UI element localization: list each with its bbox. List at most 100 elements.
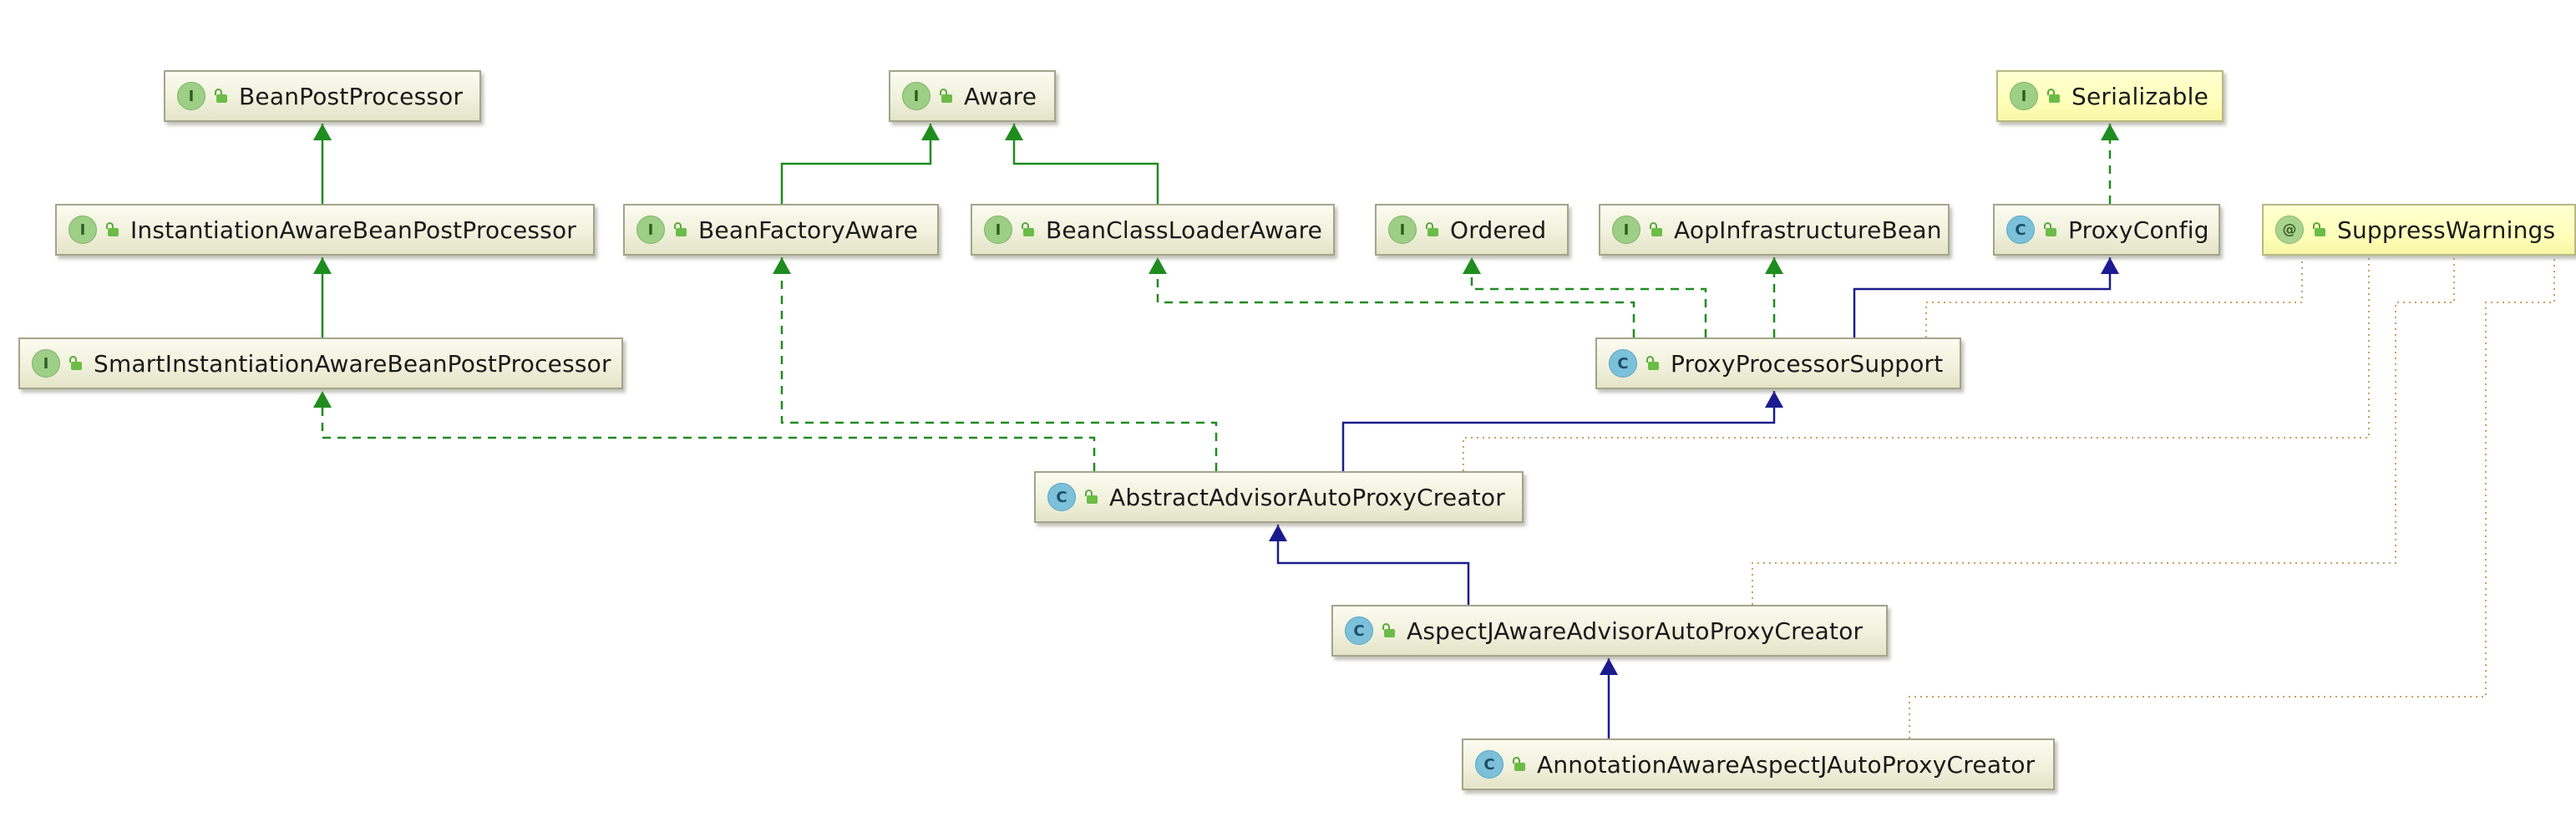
edge-annotation-aware-aspect-jauto-proxy-creator-to-suppress-warnings — [1909, 257, 2555, 738]
class-node-bean-post-processor[interactable]: I BeanPostProcessor — [164, 70, 481, 122]
arrowhead — [1149, 257, 1167, 274]
arrowhead — [1765, 391, 1783, 408]
interface-icon: I — [902, 82, 931, 110]
edge-bean-class-loader-aware-to-aware — [1005, 124, 1159, 204]
arrowhead — [1463, 257, 1481, 274]
public-visibility-icon — [2310, 222, 2325, 237]
class-node-annotation-aware-aspect-jauto-proxy-creator[interactable]: C AnnotationAwareAspectJAutoProxyCreator — [1462, 738, 2055, 790]
arrowhead — [773, 257, 791, 274]
class-node-label: SuppressWarnings — [2337, 216, 2556, 244]
class-node-proxy-config[interactable]: C ProxyConfig — [1993, 204, 2220, 256]
public-visibility-icon — [1647, 222, 1662, 237]
class-icon: C — [1345, 616, 1373, 645]
class-node-serializable[interactable]: I Serializable — [1996, 70, 2224, 122]
public-visibility-icon — [1083, 490, 1098, 505]
class-node-proxy-processor-support[interactable]: C ProxyProcessorSupport — [1595, 337, 1961, 389]
class-node-label: AnnotationAwareAspectJAutoProxyCreator — [1537, 750, 2036, 779]
class-icon: C — [1475, 750, 1504, 779]
public-visibility-icon — [1423, 222, 1438, 237]
abstract-class-icon: C — [1047, 483, 1076, 511]
class-node-label: ProxyProcessorSupport — [1671, 349, 1944, 378]
arrowhead — [313, 124, 332, 140]
class-node-suppress-warnings[interactable]: @ SuppressWarnings — [2262, 204, 2576, 256]
edge-line — [1470, 257, 1707, 337]
public-visibility-icon — [1510, 757, 1525, 772]
arrowhead — [2101, 257, 2119, 274]
class-node-label: AbstractAdvisorAutoProxyCreator — [1109, 483, 1505, 511]
class-node-label: BeanFactoryAware — [698, 216, 919, 244]
interface-icon: I — [68, 216, 97, 244]
public-visibility-icon — [937, 89, 952, 104]
class-node-label: AopInfrastructureBean — [1674, 216, 1942, 244]
edge-line — [1341, 391, 1776, 471]
public-visibility-icon — [672, 222, 687, 237]
edge-abstract-advisor-auto-proxy-creator-to-suppress-warnings — [1463, 257, 2370, 471]
public-visibility-icon — [2045, 89, 2060, 104]
edge-aspect-jaware-advisor-auto-proxy-creator-to-suppress-warnings — [1752, 257, 2455, 605]
edge-instantiation-aware-bean-post-processor-to-bean-post-processor — [313, 124, 332, 204]
edge-annotation-aware-aspect-jauto-proxy-creator-to-aspect-jaware-advisor-auto-proxy-creator — [1600, 658, 1618, 738]
arrowhead — [1765, 257, 1783, 274]
public-visibility-icon — [2041, 222, 2056, 237]
annotation-icon: @ — [2275, 216, 2304, 244]
edge-smart-instantiation-aware-bean-post-processor-to-instantiation-aware-bean-post-processor — [313, 257, 332, 337]
edge-proxy-config-to-serializable — [2101, 124, 2119, 204]
class-node-label: ProxyConfig — [2068, 216, 2209, 244]
class-node-label: InstantiationAwareBeanPostProcessor — [130, 216, 577, 244]
edge-line — [1012, 124, 1159, 204]
class-node-label: Ordered — [1450, 216, 1547, 244]
interface-icon: I — [177, 82, 205, 110]
edge-line — [1925, 257, 2303, 337]
edge-abstract-advisor-auto-proxy-creator-to-smart-instantiation-aware-bean-post-processor — [313, 391, 1096, 471]
arrowhead — [1269, 525, 1287, 541]
class-node-label: Serializable — [2071, 82, 2209, 110]
public-visibility-icon — [104, 222, 119, 237]
arrowhead — [2101, 124, 2119, 140]
edge-line — [1156, 257, 1635, 337]
arrowhead — [1005, 124, 1023, 140]
edge-abstract-advisor-auto-proxy-creator-to-proxy-processor-support — [1341, 391, 1783, 471]
interface-icon: I — [2010, 82, 2038, 110]
arrowhead — [313, 257, 332, 274]
class-node-label: AspectJAwareAdvisorAutoProxyCreator — [1407, 616, 1864, 645]
edge-line — [1276, 525, 1470, 605]
class-node-label: BeanPostProcessor — [239, 82, 464, 110]
public-visibility-icon — [67, 356, 82, 371]
edge-line — [1752, 257, 2455, 605]
public-visibility-icon — [1019, 222, 1034, 237]
edge-bean-factory-aware-to-aware — [780, 124, 940, 204]
class-node-aspect-jaware-advisor-auto-proxy-creator[interactable]: C AspectJAwareAdvisorAutoProxyCreator — [1331, 605, 1888, 657]
edge-abstract-advisor-auto-proxy-creator-to-bean-factory-aware — [773, 257, 1218, 471]
edge-line — [1909, 257, 2555, 738]
class-icon: C — [1609, 349, 1637, 378]
edge-line — [1463, 257, 2370, 471]
public-visibility-icon — [1380, 623, 1395, 638]
class-node-instantiation-aware-bean-post-processor[interactable]: I InstantiationAwareBeanPostProcessor — [55, 204, 595, 256]
arrowhead — [921, 124, 940, 140]
class-node-bean-class-loader-aware[interactable]: I BeanClassLoaderAware — [971, 204, 1335, 256]
class-node-label: BeanClassLoaderAware — [1046, 216, 1323, 244]
arrowhead — [313, 391, 332, 408]
class-icon: C — [2006, 216, 2035, 244]
public-visibility-icon — [212, 89, 227, 104]
edge-aspect-jaware-advisor-auto-proxy-creator-to-abstract-advisor-auto-proxy-creator — [1269, 525, 1470, 605]
interface-icon: I — [984, 216, 1012, 244]
public-visibility-icon — [1644, 356, 1659, 371]
class-node-abstract-advisor-auto-proxy-creator[interactable]: C AbstractAdvisorAutoProxyCreator — [1034, 471, 1524, 523]
edge-proxy-processor-support-to-aop-infrastructure-bean — [1765, 257, 1783, 337]
class-node-bean-factory-aware[interactable]: I BeanFactoryAware — [623, 204, 939, 256]
interface-icon: I — [636, 216, 665, 244]
edge-proxy-processor-support-to-suppress-warnings — [1925, 257, 2303, 337]
arrowhead — [1600, 658, 1618, 675]
interface-icon: I — [32, 349, 60, 378]
edge-line — [1853, 257, 2112, 337]
edge-proxy-processor-support-to-proxy-config — [1853, 257, 2119, 337]
edge-line — [780, 257, 1218, 471]
edge-line — [321, 391, 1096, 471]
